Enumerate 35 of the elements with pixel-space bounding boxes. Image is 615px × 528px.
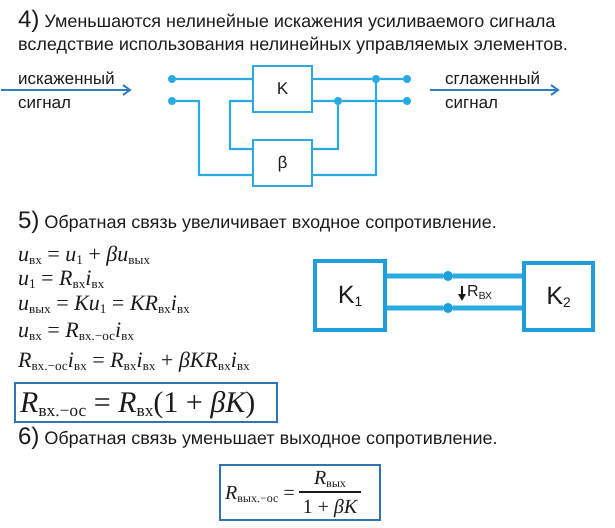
signal-label: искаженный [18, 70, 115, 88]
signal-label: сигнал [445, 94, 498, 112]
connector-line [342, 100, 403, 102]
block-box: K$_{1}$ [313, 259, 387, 332]
section-heading: 6) Обратная связь уменьшает выходное сопротивление. [18, 425, 498, 450]
connector-line [313, 100, 334, 102]
formula-box [219, 464, 381, 521]
section-heading: 5) Обратная связь увеличивает входное сопротивление. [18, 209, 497, 234]
block-box: K$_{2}$ [522, 261, 595, 332]
formula: R$_{вх.−ос}$i$_{вх}$ = R$_{вх}$i$_{вх}$ + βKR$_{вх}$i$_{вх}$ [18, 348, 250, 372]
formula: u$_{вых}$ = Ku$_{1}$ = KR$_{вх}$i$_{вх}$ [18, 291, 190, 315]
connector-line [313, 78, 372, 80]
signal-label: сигнал [18, 94, 71, 112]
block-box: K [252, 65, 313, 113]
formula-text: R$_{вых.−ос}$ = [225, 482, 295, 502]
fraction-denominator: 1 + βK [302, 494, 359, 517]
connector-line [453, 306, 522, 310]
connector-line [176, 100, 252, 176]
connector-line [313, 105, 340, 150]
fraction-numerator: R$_{вых}$ [312, 468, 347, 492]
section-heading: 4) Уменьшаются нелинейные искажения усиливаемого сигнала вследствие использования нелинейных управляемых элементов. [18, 8, 569, 56]
connector-line [387, 306, 443, 310]
formula: u$_{1}$ = R$_{вх}$i$_{вх}$ [18, 266, 104, 290]
block-box: β [252, 139, 313, 187]
connector-line [228, 100, 252, 150]
formula-box: R$_{вх.−ос}$ = R$_{вх}$(1 + βK) [14, 382, 278, 423]
connector-line [380, 78, 403, 80]
connector-line [313, 83, 378, 176]
formula: u$_{вх}$ = R$_{вх.−ос}$i$_{вх}$ [18, 318, 134, 342]
connector-line [453, 274, 522, 278]
formula: u$_{вх}$ = u$_{1}$ + βu$_{вых}$ [18, 242, 150, 266]
signal-label: сглаженный [445, 70, 540, 88]
connector-line [176, 78, 252, 80]
resistance-label: R$_{ВХ}$ [467, 282, 492, 302]
connector-line [387, 274, 443, 278]
